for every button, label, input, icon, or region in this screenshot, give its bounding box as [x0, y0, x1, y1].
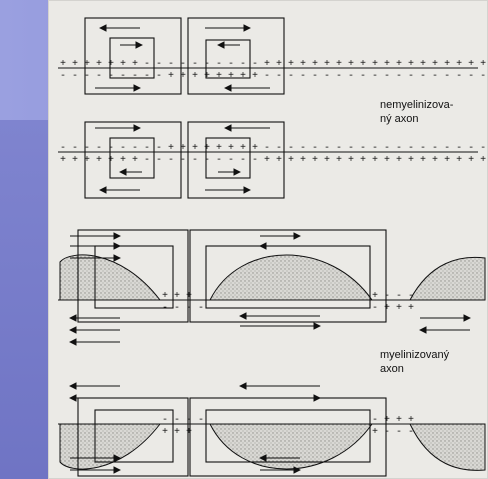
current-loop-inner-left: [94, 245, 174, 309]
myelinated-axon-label-line2: axon: [380, 363, 404, 375]
unmyelinated-axon-label-line2: ný axon: [380, 113, 419, 125]
current-loop-outer-right: [189, 229, 387, 323]
current-loop-inner-left: [109, 37, 155, 79]
myelinated-axon-diagram: + + + - - - - + - - - - + + + - - - - + …: [58, 229, 486, 477]
current-loop-inner-left-lower: [109, 137, 155, 179]
myelin-sheath: [59, 254, 162, 301]
myelin-sheath: [409, 256, 486, 301]
myelin-sheath: [409, 423, 486, 471]
myelinated-axon-label-line1: myelinizovaný: [380, 349, 450, 361]
svg-text:- + + +: - + + +: [372, 415, 414, 426]
membrane-charges-myelinated: + + + - - - - + - - - - + + + - - - - + …: [162, 291, 414, 438]
svg-text:- - - -: - - - -: [162, 303, 204, 314]
membrane-charges-unmyelinated: + + + + + + + - - - - - - - - - - + + + …: [60, 59, 488, 166]
myelin-sheath: [209, 254, 373, 301]
svg-text:+ - - -: + - - -: [372, 291, 414, 302]
svg-text:+ + +: + + +: [162, 427, 192, 438]
current-loop-outer-right: [187, 17, 285, 95]
current-loop-outer-left: [77, 229, 189, 323]
svg-text:+ - - -: + - - -: [372, 427, 414, 438]
current-loop-inner-right-lower: [205, 137, 251, 179]
svg-text:+ + + + + + + - - - - - - - -: + + + + + + + - - - - - - - - - - + + + …: [60, 155, 488, 166]
current-loop-outer-left-lower: [77, 397, 189, 477]
current-loop-outer-right-lower: [187, 121, 285, 199]
svg-text:- - - - - - - - - + + + + + +: - - - - - - - - - + + + + + + + + - - - …: [60, 71, 486, 82]
svg-text:+ + + + + + + - - - - - - - -: + + + + + + + - - - - - - - - - - + + + …: [60, 59, 488, 70]
unmyelinated-axon-diagram: [58, 17, 478, 199]
current-loop-outer-left: [84, 17, 182, 95]
myelin-sheath: [209, 423, 373, 470]
scanned-figure-panel: [48, 0, 488, 479]
svg-text:- - - - - - - - - + + + + + +: - - - - - - - - - + + + + + + + + - - - …: [60, 143, 486, 154]
svg-text:- + + +: - + + +: [372, 303, 414, 314]
current-loop-inner-right-lower: [205, 409, 371, 463]
current-loop-outer-left-lower: [84, 121, 182, 199]
unmyelinated-axon-label-line1: nemyelinizova-: [380, 99, 454, 111]
current-loop-inner-left-lower: [94, 409, 174, 463]
current-loop-inner-right: [205, 39, 251, 79]
svg-text:- - - -: - - - -: [162, 415, 204, 426]
svg-text:+ + +: + + +: [162, 291, 192, 302]
